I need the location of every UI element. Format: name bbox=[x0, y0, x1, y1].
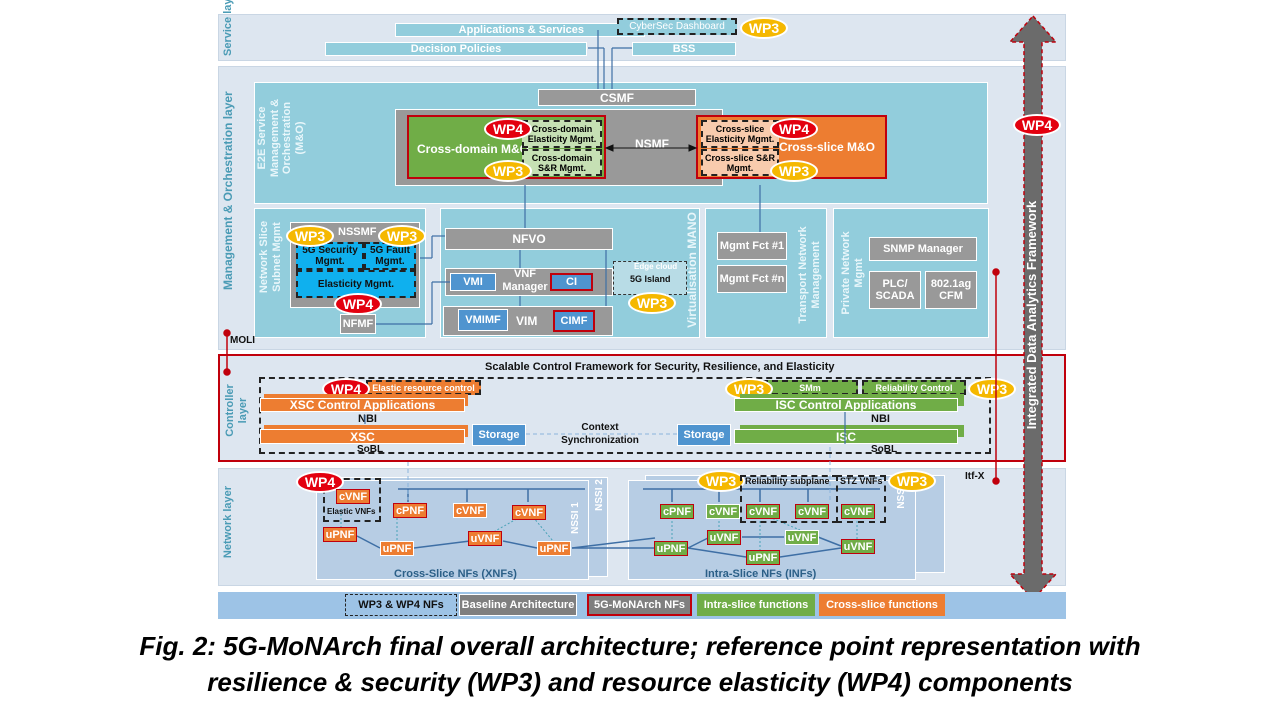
analytics-arrow bbox=[1008, 14, 1058, 602]
wp4-badge: WP4 bbox=[770, 118, 818, 140]
wp3-badge: WP3 bbox=[286, 225, 334, 247]
wp3-badge: WP3 bbox=[968, 378, 1016, 400]
nfvo-box[interactable]: NFVO bbox=[445, 228, 613, 250]
wp4-badge: WP4 bbox=[334, 293, 382, 315]
nf-cvnf[interactable]: cVNF bbox=[795, 504, 829, 519]
xnfs-label: Cross-Slice NFs (XNFs) bbox=[394, 568, 517, 580]
isc-box[interactable]: ISC bbox=[734, 429, 958, 444]
sobl-label-right: SoBL bbox=[871, 444, 898, 455]
edge-cloud-label: Edge cloud bbox=[634, 262, 678, 271]
legend-monarch-nfs: 5G-MoNArch NFs bbox=[587, 594, 692, 616]
nf-cpnf[interactable]: cPNF bbox=[660, 504, 694, 519]
cross-domain-elasticity-label: Cross-domain Elasticity Mgmt. bbox=[527, 124, 597, 144]
nf-upnf[interactable]: uPNF bbox=[323, 527, 357, 542]
island-label: 5G Island bbox=[630, 274, 671, 284]
nf-cvnf[interactable]: cVNF bbox=[336, 489, 370, 504]
nf-cvnf[interactable]: cVNF bbox=[453, 503, 487, 518]
csmf-box[interactable]: CSMF bbox=[538, 89, 696, 106]
cross-slice-mo-label: Cross-slice M&O bbox=[778, 140, 875, 154]
legend-intra-slice: Intra-slice functions bbox=[697, 594, 815, 616]
vnf-manager-label: VNF Manager bbox=[502, 268, 548, 293]
xsc-control-applications[interactable]: XSC Control Applications bbox=[260, 398, 465, 412]
ci-box[interactable]: CI bbox=[550, 273, 593, 291]
cross-slice-elasticity-label: Cross-slice Elasticity Mgmt. bbox=[705, 124, 775, 144]
cimf-box[interactable]: CIMF bbox=[553, 310, 595, 332]
isc-control-applications[interactable]: ISC Control Applications bbox=[734, 398, 958, 412]
wp3-badge: WP3 bbox=[628, 292, 676, 314]
nssmf-label: NSSMF bbox=[338, 226, 377, 238]
nf-cvnf[interactable]: cVNF bbox=[841, 504, 875, 519]
nf-upnf[interactable]: uPNF bbox=[746, 550, 780, 565]
xsc-box[interactable]: XSC bbox=[260, 429, 465, 444]
nf-uvnf[interactable]: uVNF bbox=[707, 530, 741, 545]
mgmt-fct-n[interactable]: Mgmt Fct #n bbox=[717, 265, 787, 293]
legend-cross-slice: Cross-slice functions bbox=[819, 594, 945, 616]
edge-cloud[interactable]: Edge cloud 5G Island bbox=[613, 261, 687, 295]
nf-upnf[interactable]: uPNF bbox=[380, 541, 414, 556]
caption-line-2: resilience & security (WP3) and resource… bbox=[207, 667, 1073, 697]
wp4-badge: WP4 bbox=[484, 118, 532, 140]
cross-slice-elasticity[interactable]: Cross-slice Elasticity Mgmt. bbox=[701, 120, 779, 148]
storage-left[interactable]: Storage bbox=[472, 424, 526, 446]
context-sync-text: Context Synchronization bbox=[561, 422, 639, 446]
wp3-badge: WP3 bbox=[740, 17, 788, 39]
framework-box bbox=[259, 377, 991, 454]
vim-label: VIM bbox=[516, 314, 538, 328]
storage-right[interactable]: Storage bbox=[677, 424, 731, 446]
stz-vnfs-label: STZ VNFs bbox=[840, 476, 883, 486]
moli-label: MOLI bbox=[230, 335, 255, 346]
elastic-vnfs-label: Elastic VNFs bbox=[327, 507, 376, 516]
decision-policies-bar[interactable]: Decision Policies bbox=[325, 42, 587, 56]
wp3-badge: WP3 bbox=[770, 160, 818, 182]
snmp-manager[interactable]: SNMP Manager bbox=[869, 237, 977, 261]
cybersec-dashboard[interactable]: CyberSec Dashboard bbox=[617, 18, 737, 35]
nf-upnf[interactable]: uPNF bbox=[654, 541, 688, 556]
elastic-vnfs-group[interactable] bbox=[323, 478, 381, 522]
legend-wp-nfs: WP3 & WP4 NFs bbox=[345, 594, 457, 616]
wp3-badge: WP3 bbox=[484, 160, 532, 182]
cross-domain-mo-label: Cross-domain M&O bbox=[417, 142, 530, 156]
nfmf-box[interactable]: NFMF bbox=[340, 314, 376, 334]
applications-services-bar[interactable]: Applications & Services bbox=[395, 23, 645, 37]
nbi-label-right: NBI bbox=[871, 413, 890, 425]
nf-cvnf[interactable]: cVNF bbox=[746, 504, 780, 519]
wp3-badge: WP3 bbox=[378, 225, 426, 247]
itf-x-label: Itf-X bbox=[965, 471, 985, 482]
vmi-box[interactable]: VMI bbox=[450, 273, 496, 291]
caption-line-1: Fig. 2: 5G-MoNArch final overall archite… bbox=[139, 631, 1141, 661]
vmimf-box[interactable]: VMIMF bbox=[458, 309, 508, 331]
wp3-badge: WP3 bbox=[697, 470, 745, 492]
nf-cvnf[interactable]: cVNF bbox=[512, 505, 546, 520]
plc-scada[interactable]: PLC/ SCADA bbox=[869, 271, 921, 309]
cross-slice-sr-label: Cross-slice S&R Mgmt. bbox=[704, 152, 776, 173]
bss-bar[interactable]: BSS bbox=[632, 42, 736, 56]
cross-slice-sr[interactable]: Cross-slice S&R Mgmt. bbox=[701, 149, 779, 176]
context-sync-label: Context Synchronization bbox=[560, 421, 640, 447]
cfm-box[interactable]: 802.1ag CFM bbox=[925, 271, 977, 309]
analytics-label: Integrated Data Analytics Framework bbox=[1024, 200, 1039, 430]
wp4-badge: WP4 bbox=[1013, 114, 1061, 136]
framework-title: Scalable Control Framework for Security,… bbox=[485, 361, 835, 373]
nf-uvnf[interactable]: uVNF bbox=[468, 531, 502, 546]
cross-domain-elasticity[interactable]: Cross-domain Elasticity Mgmt. bbox=[522, 120, 602, 148]
nf-uvnf[interactable]: uVNF bbox=[785, 530, 819, 545]
cross-domain-sr[interactable]: Cross-domain S&R Mgmt. bbox=[522, 149, 602, 176]
legend-baseline: Baseline Architecture bbox=[459, 594, 577, 616]
nf-cvnf[interactable]: cVNF bbox=[706, 504, 740, 519]
nbi-label: NBI bbox=[358, 413, 377, 425]
fault-mgmt[interactable]: 5G Fault Mgmt. bbox=[364, 242, 416, 270]
reliability-subplane-label: Reliability subplane bbox=[745, 476, 830, 486]
infs-label: Intra-Slice NFs (INFs) bbox=[705, 568, 817, 580]
figure-caption: Fig. 2: 5G-MoNArch final overall archite… bbox=[0, 628, 1280, 700]
nf-cpnf[interactable]: cPNF bbox=[393, 503, 427, 518]
nf-uvnf[interactable]: uVNF bbox=[841, 539, 875, 554]
nf-upnf[interactable]: uPNF bbox=[537, 541, 571, 556]
wp3-badge: WP3 bbox=[888, 470, 936, 492]
sobl-label: SoBL bbox=[357, 444, 384, 455]
stz-vnfs-group[interactable] bbox=[836, 475, 886, 523]
cross-domain-sr-label: Cross-domain S&R Mgmt. bbox=[531, 152, 593, 173]
mgmt-fct-1[interactable]: Mgmt Fct #1 bbox=[717, 232, 787, 260]
wp4-badge: WP4 bbox=[296, 471, 344, 493]
